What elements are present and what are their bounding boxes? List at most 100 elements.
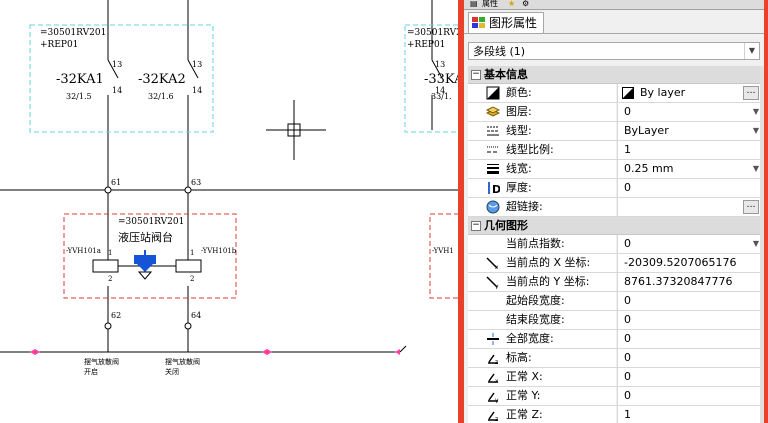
property-value-cell[interactable]: -20309.5207065176	[617, 254, 761, 272]
property-value-cell[interactable]: …	[617, 198, 761, 216]
property-row[interactable]: 全部宽度: 0	[468, 330, 761, 349]
property-row[interactable]: 起始段宽度: 0	[468, 292, 761, 311]
scrollbar[interactable]	[760, 66, 764, 423]
layer-icon	[485, 105, 501, 119]
property-label: 标高:	[506, 351, 532, 364]
normal-z-icon: z	[486, 408, 500, 423]
property-value: 0	[624, 313, 631, 326]
coil-label: -YVH101b	[201, 247, 237, 255]
category-basic[interactable]: − 基本信息	[468, 66, 760, 84]
svg-text:x: x	[495, 264, 499, 270]
tab-label: 图形属性	[489, 16, 538, 30]
property-value-cell[interactable]: 0.25 mm ▼	[617, 160, 761, 178]
chevron-down-icon[interactable]: ▼	[752, 239, 759, 248]
property-value-cell[interactable]: 0▼	[617, 235, 761, 253]
object-selector[interactable]: 多段线 (1) ▼	[468, 42, 760, 60]
panel-tab-strip: ▤ 属性 ★ ⚙	[464, 0, 764, 10]
property-row[interactable]: 线型比例: 1	[468, 141, 761, 160]
property-value-cell[interactable]: 0	[617, 330, 761, 348]
property-label: 全部宽度:	[506, 332, 554, 345]
subtab-bar: 图形属性	[464, 11, 764, 34]
svg-text:z: z	[495, 416, 498, 422]
property-grid: − 基本信息 颜色:By layer…图层:0▼线型:ByLayer▼线型比例:…	[468, 66, 761, 423]
property-name-cell: 结束段宽度:	[468, 311, 616, 329]
block-tag: =30501RV2	[407, 28, 458, 38]
property-name-cell: 全部宽度:	[468, 330, 616, 348]
star-icon[interactable]: ★	[508, 0, 516, 8]
property-value-cell[interactable]: By layer…	[617, 84, 761, 102]
property-row[interactable]: 线型: ByLayer ▼	[468, 122, 761, 141]
selector-value: 多段线 (1)	[473, 45, 526, 58]
chevron-down-icon[interactable]: ▼	[752, 164, 759, 173]
property-label: 图层:	[506, 105, 532, 118]
tab-graphic-properties[interactable]: 图形属性	[468, 12, 545, 33]
property-value-cell[interactable]: 0	[617, 311, 761, 329]
bottom-label-line: 摆气放散阀	[84, 358, 119, 366]
category-geometry[interactable]: − 几何图形	[468, 217, 760, 235]
property-value: 0.25 mm	[624, 162, 674, 175]
property-label: 当前点的 Y 坐标:	[506, 275, 590, 288]
bottom-label: 摆气放散阀 关闭	[165, 357, 200, 377]
cad-drawing-canvas[interactable]: =30501RV201 +REP01 =30501RV2 +REP01 -32K…	[0, 0, 458, 423]
category-label: 基本信息	[484, 68, 528, 81]
bottom-label: 摆气放散阀 开启	[84, 357, 119, 377]
coil-left	[92, 259, 119, 273]
bus-line	[399, 345, 407, 353]
property-value-cell[interactable]: 0	[617, 387, 761, 405]
coil-right	[175, 259, 202, 273]
property-label: 线型:	[506, 124, 532, 137]
property-row[interactable]: 超链接:…	[468, 198, 761, 217]
linetype-scale-icon	[486, 143, 500, 157]
relay-contact	[431, 59, 443, 79]
color-preview-swatch	[622, 87, 634, 99]
property-row[interactable]: 颜色:By layer…	[468, 84, 761, 103]
property-value-cell[interactable]: 8761.37320847776	[617, 273, 761, 291]
collapse-icon[interactable]: −	[471, 220, 481, 231]
ellipsis-button[interactable]: …	[743, 200, 759, 214]
svg-text:y: y	[495, 397, 499, 403]
property-value: 0	[624, 370, 631, 383]
properties-tab[interactable]: 属性	[482, 0, 498, 8]
relay-contact	[187, 59, 199, 79]
gear-icon[interactable]: ⚙	[522, 0, 530, 8]
property-row[interactable]: 图层: 0▼	[468, 103, 761, 122]
chevron-down-icon[interactable]: ▼	[752, 126, 759, 135]
property-value-cell[interactable]: 1	[617, 406, 761, 423]
bottom-label-line: 关闭	[165, 368, 179, 376]
bottom-label-line: 摆气放散阀	[165, 358, 200, 366]
relay-contact	[107, 59, 119, 79]
property-value-cell[interactable]: 0	[617, 292, 761, 310]
normal-x-icon: x	[486, 370, 500, 385]
terminal-label: 13	[192, 60, 203, 69]
property-row[interactable]: 当前点指数:0▼	[468, 235, 761, 254]
property-label: 起始段宽度:	[506, 294, 565, 307]
svg-text:D: D	[492, 183, 500, 195]
property-value: 0	[624, 294, 631, 307]
node-circle	[104, 322, 112, 330]
property-value-cell[interactable]: 0▼	[617, 103, 761, 121]
property-value-cell[interactable]: 0	[617, 349, 761, 367]
property-value-cell[interactable]: 1	[617, 141, 761, 159]
property-value-cell[interactable]: 0	[617, 368, 761, 386]
property-row[interactable]: x 正常 X: 0	[468, 368, 761, 387]
property-label: 线型比例:	[506, 143, 554, 156]
x-coord-icon: x	[486, 256, 500, 271]
chevron-down-icon[interactable]: ▼	[752, 107, 759, 116]
ellipsis-button[interactable]: …	[743, 86, 759, 100]
property-label: 正常 X:	[506, 370, 543, 383]
property-value-cell[interactable]: 0	[617, 179, 761, 197]
collapse-icon[interactable]: −	[471, 69, 481, 80]
property-value: ByLayer	[624, 124, 669, 137]
property-row[interactable]: 结束段宽度: 0	[468, 311, 761, 330]
terminal-label: 14	[112, 86, 123, 95]
properties-tab-icon: ▤	[470, 0, 478, 8]
property-value-cell[interactable]: ByLayer ▼	[617, 122, 761, 140]
chevron-down-icon[interactable]: ▼	[744, 43, 759, 59]
property-row[interactable]: 线宽:0.25 mm▼	[468, 160, 761, 179]
